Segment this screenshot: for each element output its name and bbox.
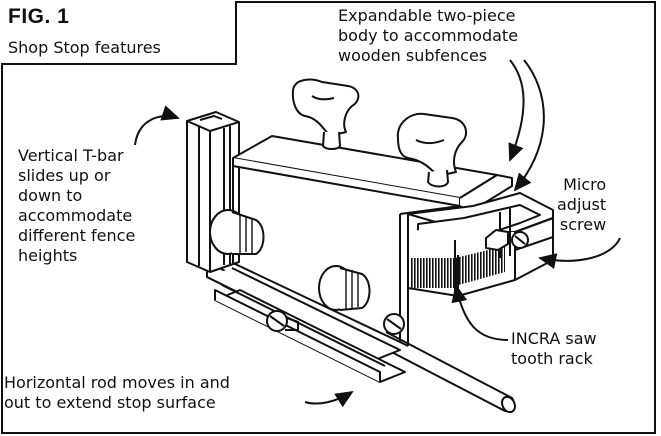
figure-label: FIG. 1 <box>8 5 70 28</box>
base-slider <box>206 261 406 383</box>
thumbscrew-right <box>318 265 371 311</box>
saw-tooth-rack <box>410 258 455 288</box>
screw-head-left <box>266 310 299 332</box>
callout-saw-tooth-rack: INCRA saw tooth rack <box>511 329 597 368</box>
figure-subtitle: Shop Stop features <box>8 38 161 57</box>
figure-title-box: FIG. 1 Shop Stop features <box>1 1 237 65</box>
callout-vertical-t-bar: Vertical T-bar slides up or down to acco… <box>18 146 136 265</box>
wing-knob-front <box>396 112 468 188</box>
arrow-rack <box>451 284 509 341</box>
wing-knob-rear <box>291 78 360 150</box>
arrow-body-to-knob <box>508 59 525 162</box>
callout-expandable-body: Expandable two-piece body to accommodate… <box>338 6 519 65</box>
screw-head-right <box>383 313 405 335</box>
horizontal-rod <box>377 331 516 414</box>
arrow-tbar <box>134 105 180 146</box>
arrow-body-to-seam <box>513 59 545 192</box>
callout-horizontal-rod: Horizontal rod moves in and out to exten… <box>4 373 230 412</box>
arrow-rod <box>304 390 354 408</box>
micro-adjust-screw <box>485 229 529 251</box>
callout-micro-adjust-screw: Micro adjust screw <box>557 175 607 234</box>
arrow-micro-screw <box>538 237 621 269</box>
thumbscrew-left <box>209 209 265 255</box>
